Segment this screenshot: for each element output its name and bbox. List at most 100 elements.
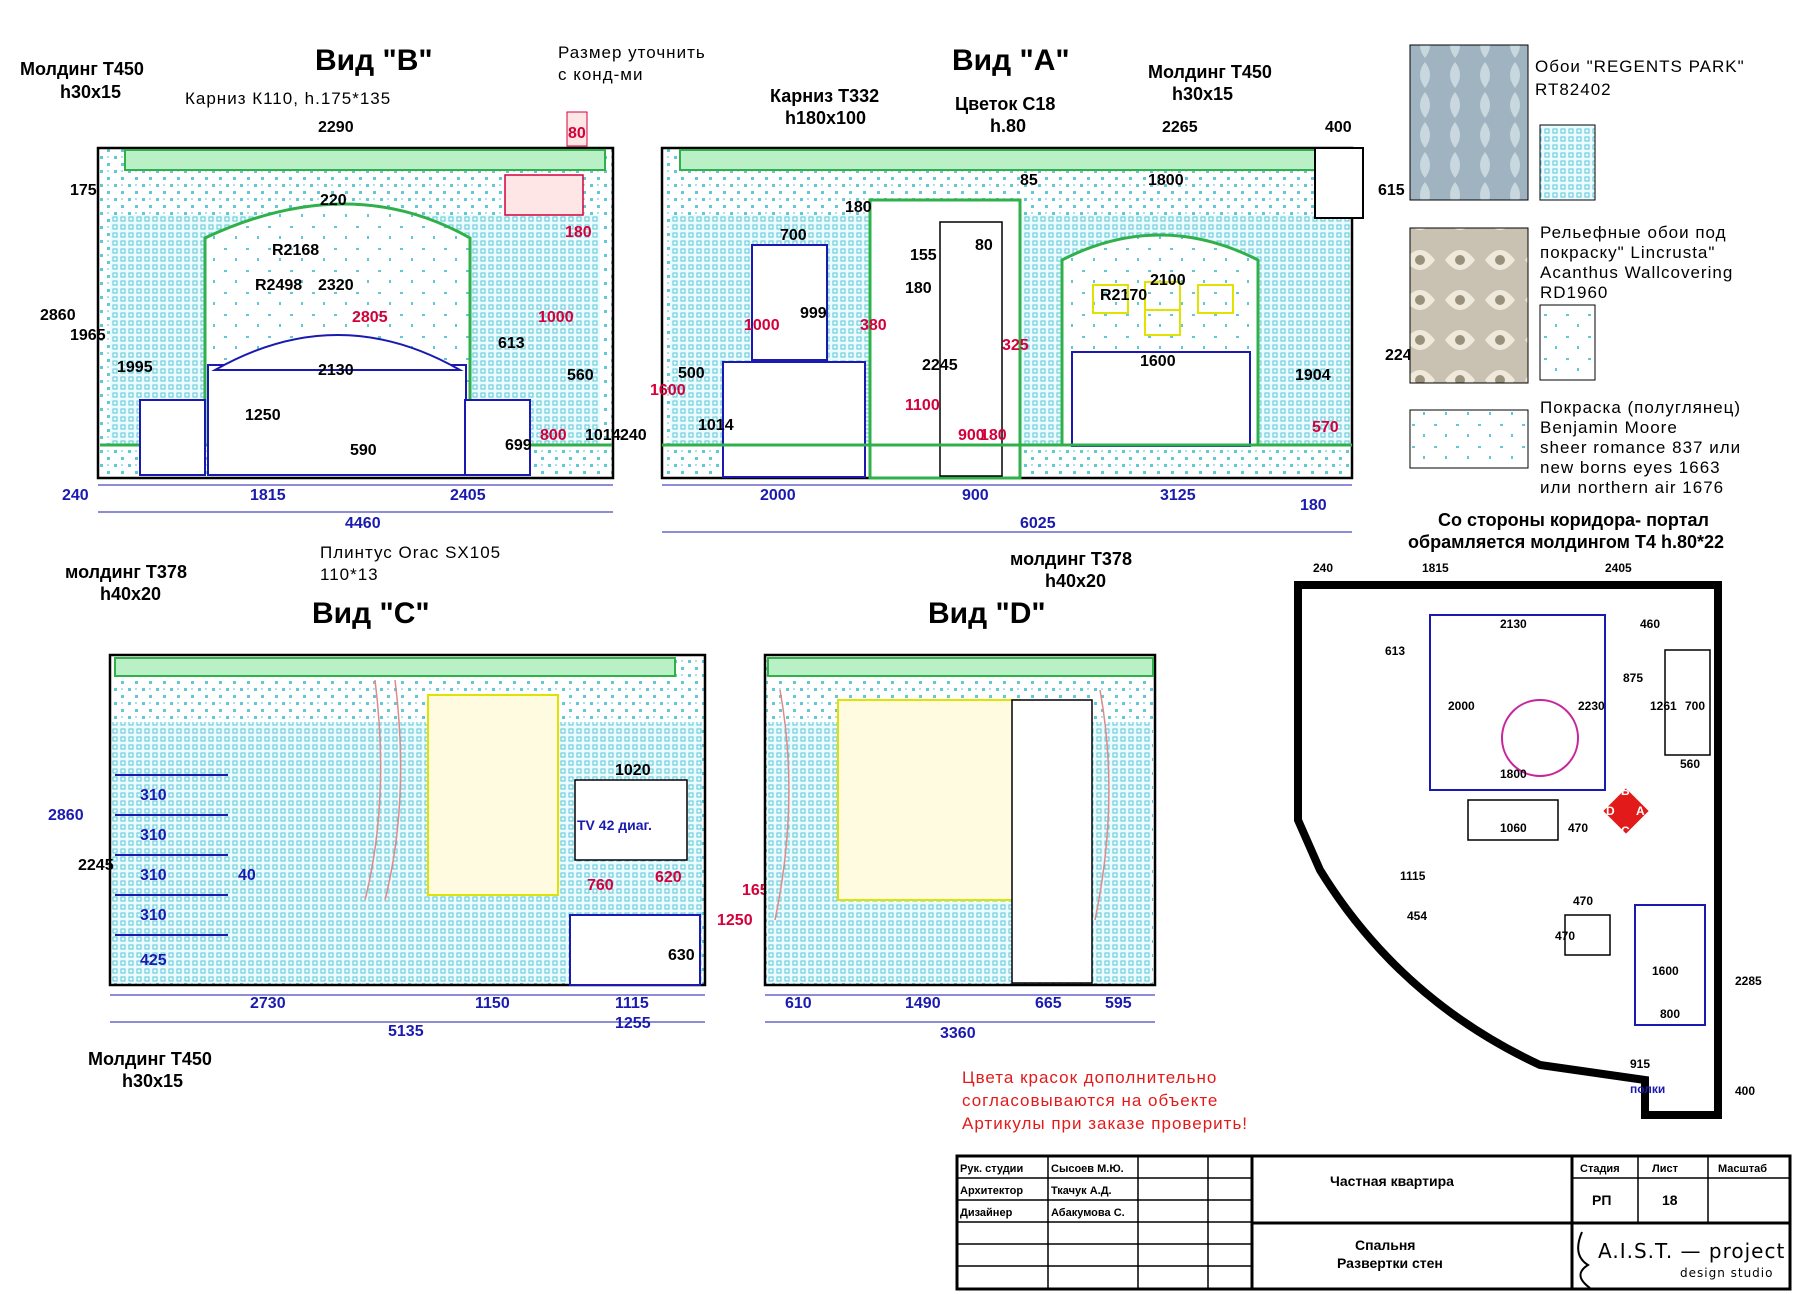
dim: 180 (845, 199, 872, 216)
tb-header-scale: Масштаб (1718, 1163, 1767, 1175)
tb-role-2: Архитектор (960, 1185, 1023, 1197)
legend-swatch-grid (1539, 124, 1596, 201)
view-d: Вид "D" 610 1490 665 595 3360 (763, 597, 1157, 1042)
dim: 400 (1735, 1084, 1755, 1098)
dim: 2130 (318, 362, 354, 379)
tb-header-sheet: Лист (1652, 1163, 1679, 1175)
dim: 1815 (250, 487, 286, 504)
dim: 2000 (760, 487, 796, 504)
view-b-ac-note-2: с конд-ми (558, 65, 643, 84)
dim: 155 (910, 247, 937, 264)
view-a-flower-label: Цветок С18 (955, 94, 1055, 114)
view-b-air-conditioner (504, 174, 584, 216)
view-b-molding-top-size: h30x15 (60, 82, 121, 102)
dim: 1600 (650, 382, 686, 399)
plan-title-1: Со стороны коридора- портал (1438, 510, 1709, 530)
view-a-molding-top-label: Молдинг Т450 (1148, 62, 1272, 82)
tb-project: Частная квартира (1330, 1173, 1454, 1189)
view-a: Вид "А" Карниз Т332 h180x100 Цветок С18 … (650, 44, 1421, 591)
dim: 2000 (1448, 699, 1475, 713)
view-d-curtain (774, 689, 1110, 921)
plan-wardrobe (1664, 649, 1711, 756)
tb-studio: A.I.S.T. — project (1598, 1239, 1785, 1263)
dim: 615 (1378, 182, 1405, 199)
dim: 454 (1407, 909, 1427, 923)
dim: 240 (1313, 561, 1333, 575)
tb-sheet-title-1: Спальня (1355, 1237, 1415, 1253)
dim: 2405 (450, 487, 486, 504)
dim: 180 (565, 224, 592, 241)
dim: 500 (678, 365, 705, 382)
dim: R2168 (272, 242, 319, 259)
view-b-molding-top-label: Молдинг Т450 (20, 59, 144, 79)
legend-swatch-wallpaper (1409, 44, 1529, 201)
dim: 2245 (78, 857, 114, 874)
dim: 760 (587, 877, 614, 894)
dim: 2130 (1500, 617, 1527, 631)
dim: 380 (860, 317, 887, 334)
view-c-tv-label: TV 42 диаг. (577, 817, 652, 833)
dim: R2170 (1100, 287, 1147, 304)
view-c-window (427, 694, 559, 896)
view-b-molding-bottom-size: h40x20 (100, 584, 161, 604)
view-b-nightstand-right (464, 399, 531, 476)
red-note-line-3: Артикулы при заказе проверить! (962, 1114, 1248, 1133)
studio-logo-icon (1577, 1231, 1591, 1289)
dim: 915 (1630, 1057, 1650, 1071)
red-note-line-2: согласовываются на объекте (962, 1091, 1218, 1110)
view-a-mirror (751, 244, 828, 361)
dim: 175 (70, 182, 97, 199)
legend-item3-l5: или northern air 1676 (1540, 478, 1724, 497)
dim: 470 (1568, 821, 1588, 835)
dim: 800 (540, 427, 567, 444)
dim: 3360 (940, 1025, 976, 1042)
legend-item1-name: Обои "REGENTS PARK" (1535, 57, 1745, 76)
dim: 400 (1325, 119, 1352, 136)
dim: 1600 (1652, 964, 1679, 978)
view-b-nightstand-left (139, 399, 206, 476)
dim: 2245 (922, 357, 958, 374)
view-d-window (837, 699, 1021, 901)
view-b-ac-note-1: Размер уточнить (558, 43, 706, 62)
legend-swatch-paint (1409, 409, 1529, 469)
dim: 1100 (905, 397, 940, 414)
dim: 2285 (1735, 974, 1762, 988)
dim: 1014 (585, 427, 621, 444)
tb-role-3: Дизайнер (960, 1207, 1013, 1219)
dim: 1000 (744, 317, 780, 334)
dim: 180 (905, 280, 932, 297)
plan-shelves-label: полки (1630, 1082, 1665, 1096)
dim: 699 (505, 437, 532, 454)
dim: 2230 (1578, 699, 1605, 713)
legend-item3-l1: Покраска (полуглянец) (1540, 398, 1741, 417)
dim: 470 (1573, 894, 1593, 908)
view-d-balcony-door (1011, 699, 1093, 984)
dim: 310 (140, 907, 167, 924)
tb-studio-sub: design studio (1680, 1266, 1773, 1280)
dim: 2860 (40, 307, 76, 324)
dim: 665 (1035, 995, 1062, 1012)
view-a-cornice (679, 149, 1331, 171)
compass-a: A (1636, 804, 1645, 818)
plan-walls (1294, 581, 1722, 1119)
red-note-line-1: Цвета красок дополнительно (962, 1068, 1217, 1087)
view-a-cornice-label: Карниз Т332 (770, 86, 879, 106)
dim: 6025 (1020, 515, 1056, 532)
dim: 1965 (70, 327, 106, 344)
view-c-tv (574, 779, 688, 861)
legend-item2-l4: RD1960 (1540, 283, 1608, 302)
dim: 1115 (615, 995, 649, 1012)
legend-item2-l3: Acanthus Wallcovering (1540, 263, 1733, 282)
dim: 460 (1640, 617, 1660, 631)
dim: 2805 (352, 309, 388, 326)
dim: 1904 (1295, 367, 1331, 384)
dim: 80 (975, 237, 993, 254)
tb-header-stage: Стадия (1580, 1163, 1620, 1175)
view-c-curtain (364, 679, 402, 901)
legend-item1-code: RT82402 (1535, 80, 1612, 99)
view-a-flower-size: h.80 (990, 116, 1026, 136)
dim: 3125 (1160, 487, 1196, 504)
view-b: Вид "В" Молдинг Т450 h30x15 Карниз К110,… (20, 43, 706, 604)
dim: 40 (238, 867, 256, 884)
dim: 595 (1105, 995, 1132, 1012)
